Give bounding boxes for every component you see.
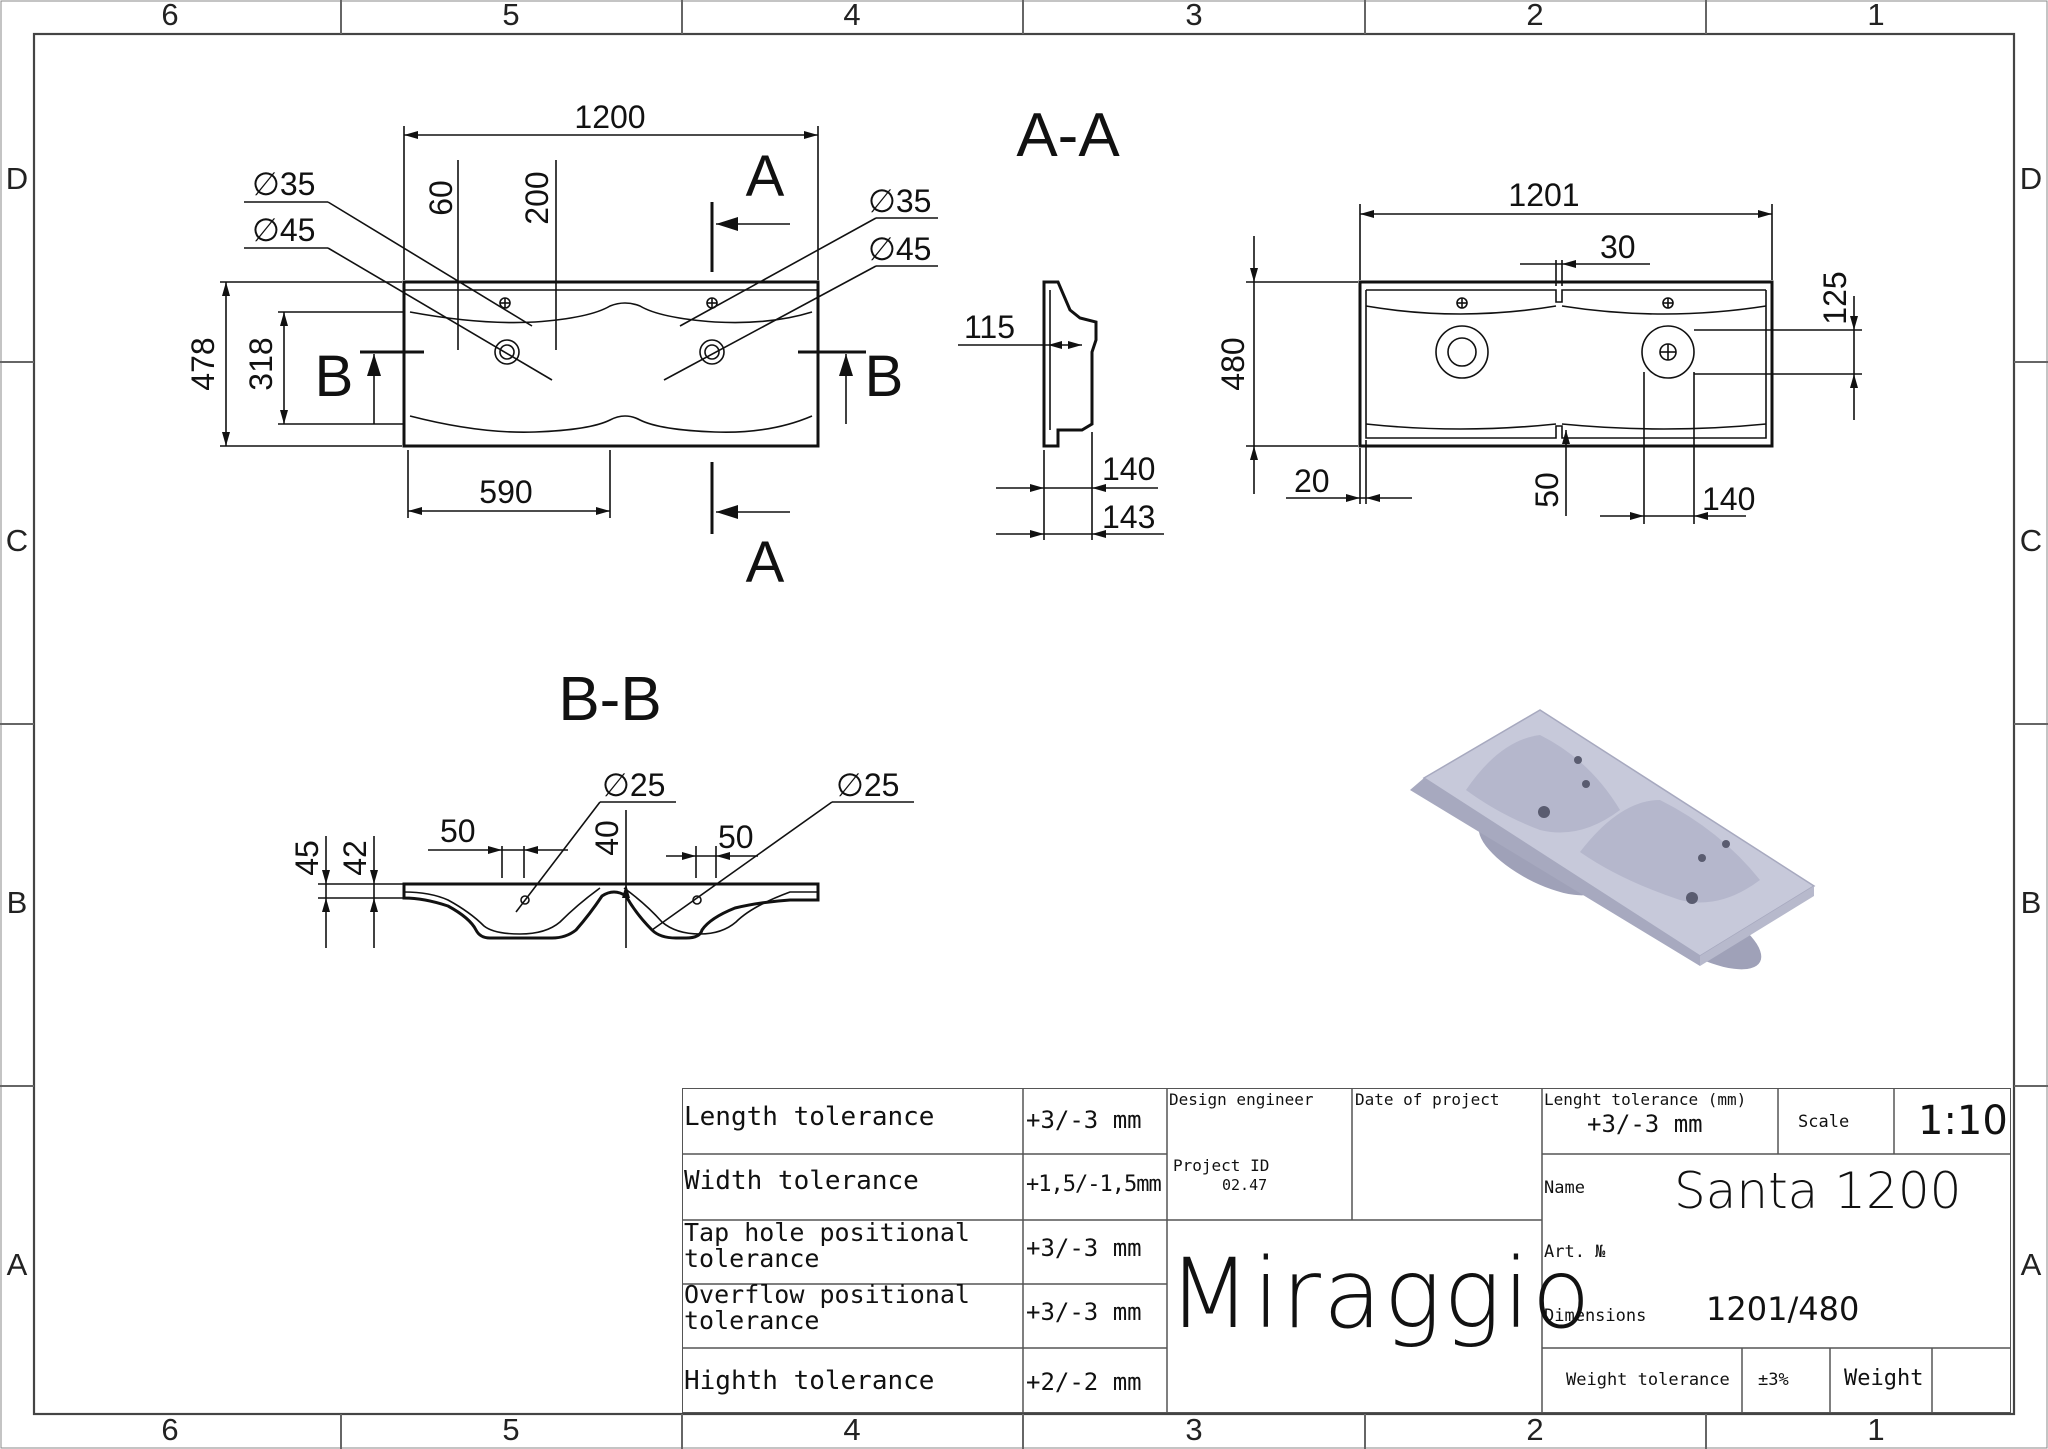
top-view-basin-top-curve [409,302,813,324]
section-b-left: B [315,344,354,409]
dim-318: 318 [243,337,279,390]
tol-label-height: Highth tolerance [684,1366,935,1396]
section-aa-title: A-A [1016,101,1120,170]
tol-value-tap: +3/-3 mm [1026,1234,1142,1262]
render-bowl-right [1580,800,1760,903]
dim-50-side: 50 [1529,472,1565,508]
zone-col-6-top: 6 [161,0,178,32]
zone-col-4-top: 4 [843,0,860,32]
zone-col-1-top: 1 [1867,0,1884,32]
zone-row-c-right: C [2020,523,2042,558]
company-logo: Miraggio [1168,1238,1593,1350]
tol-label-width: Width tolerance [684,1166,919,1196]
tol-value-length: +3/-3 mm [1026,1106,1142,1134]
zone-col-3-bottom: 3 [1185,1412,1202,1447]
project-id-value: 02.47 [1222,1176,1268,1194]
render-bowl-left [1466,735,1620,833]
zone-col-1-bottom: 1 [1867,1412,1884,1447]
dim-478: 478 [185,337,221,390]
zone-row-d-left: D [6,161,28,196]
dim-590: 590 [479,474,532,510]
dim-50-bb-left: 50 [440,813,476,849]
dim-60: 60 [423,180,459,216]
hole-phi25-right: ∅25 [836,767,899,803]
name-value: Santa 1200 [1674,1162,1962,1220]
zone-row-b-right: B [2021,885,2042,920]
hole-phi25-left: ∅25 [602,767,665,803]
zone-col-5-bottom: 5 [502,1412,519,1447]
dim-480: 480 [1215,337,1251,390]
date-of-project-label: Date of project [1355,1090,1500,1109]
dim-115: 115 [964,309,1015,345]
dimensions-value: 1201/480 [1706,1290,1860,1328]
dim-20: 20 [1294,463,1330,499]
section-bb-profile [402,882,820,940]
section-b-right: B [865,344,904,409]
tol-label-length: Length tolerance [684,1102,935,1132]
design-engineer-label: Design engineer [1169,1090,1314,1109]
section-a-bottom: A [746,530,785,595]
dim-200: 200 [519,171,555,224]
section-aa-view: A-A 115 140 143 [958,101,1164,540]
zone-col-2-bottom: 2 [1526,1412,1543,1447]
scale-value: 1:10 [1918,1098,2008,1144]
zone-col-3-top: 3 [1185,0,1202,32]
tol-value-overflow: +3/-3 mm [1026,1298,1142,1326]
scale-label: Scale [1798,1112,1850,1132]
dim-140-side: 140 [1702,481,1755,517]
tol-value-width: +1,5/-1,5mm [1026,1172,1162,1197]
tol-value-height: +2/-2 mm [1026,1368,1142,1396]
dim-50-bb-right: 50 [718,819,754,855]
zone-row-a-left: A [7,1247,28,1282]
zone-col-4-bottom: 4 [843,1412,860,1447]
title-block-grid [682,1088,2011,1413]
dim-125: 125 [1817,271,1853,324]
project-id-label: Project ID [1173,1156,1270,1175]
dim-1201: 1201 [1508,177,1579,213]
tol-label-overflow: Overflow positional tolerance [684,1280,970,1335]
hole-phi35-right: ∅35 [868,183,931,219]
dim-42: 42 [337,840,373,876]
art-no-label: Art. № [1544,1242,1606,1262]
weight-label: Weight [1844,1366,1924,1391]
zone-col-5-top: 5 [502,0,519,32]
zone-row-b-left: B [7,885,28,920]
zone-col-6-bottom: 6 [161,1412,178,1447]
dim-1200: 1200 [574,99,645,135]
zone-row-a-right: A [2021,1247,2042,1282]
zone-col-2-top: 2 [1526,0,1543,32]
dim-40: 40 [589,820,625,856]
side-view: 1201 30 480 20 50 140 125 [1215,177,1862,524]
dim-30: 30 [1600,229,1636,265]
length-tolerance-label: Lenght tolerance (mm) [1544,1090,1747,1109]
top-view-outline [402,280,820,448]
top-view: 1200 478 318 60 200 590 ∅35 ∅45 ∅35 ∅45 … [185,99,938,595]
dim-45: 45 [289,840,325,876]
zone-row-c-left: C [6,523,28,558]
section-aa-profile [1042,280,1098,448]
dim-140-aa: 140 [1102,451,1155,487]
hole-phi45-right: ∅45 [868,231,931,267]
dimensions-label: Dimensions [1544,1306,1647,1326]
tol-label-tap: Tap hole positional tolerance [684,1218,970,1273]
hole-phi45-left: ∅45 [252,212,315,248]
top-view-basin-bottom-curve [409,415,813,433]
section-bb-title: B-B [558,665,661,734]
zone-row-d-right: D [2020,161,2042,196]
weight-tolerance-value: ±3% [1758,1370,1789,1390]
name-label: Name [1544,1178,1585,1198]
length-tolerance-value: +3/-3 mm [1587,1110,1703,1138]
section-bb-view: B-B 45 42 50 40 50 ∅25 ∅25 [289,665,914,948]
weight-tolerance-label: Weight tolerance [1566,1370,1730,1390]
section-a-top: A [746,144,785,209]
iso-render [1410,709,1816,970]
title-block: Length tolerance +3/-3 mm Width toleranc… [682,1088,2011,1413]
hole-phi35-left: ∅35 [252,166,315,202]
dim-143: 143 [1102,499,1155,535]
